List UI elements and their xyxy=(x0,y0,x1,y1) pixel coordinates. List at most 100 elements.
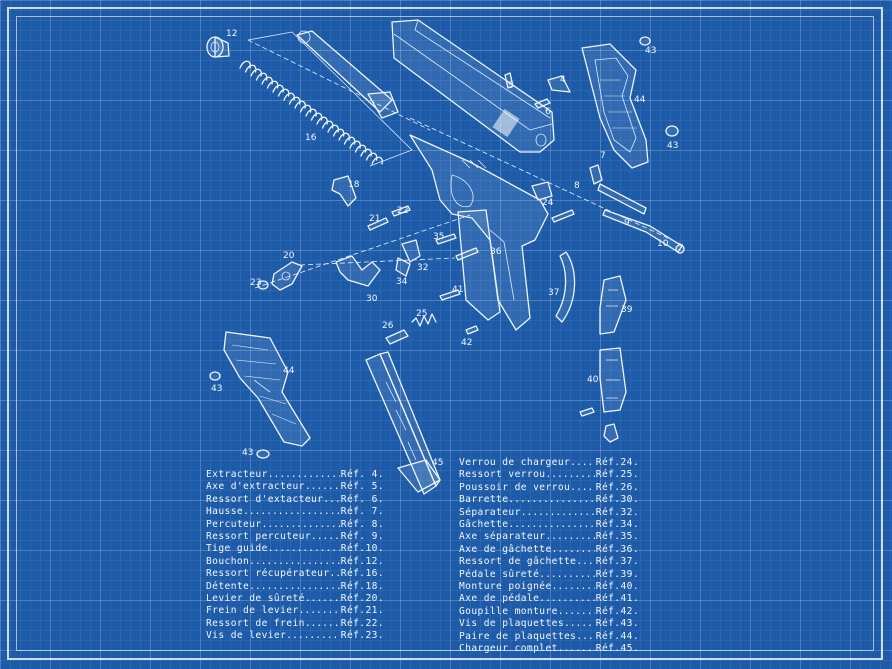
legend-row: Axe d'extracteur Réf. 5. xyxy=(206,481,384,493)
slide-part xyxy=(391,19,555,153)
leader-dots xyxy=(521,507,595,519)
part-name: Ressort percuteur xyxy=(206,531,311,543)
legend-row: Axe de pédaleRéf.41. xyxy=(459,593,639,605)
safety-pedal-part xyxy=(599,275,627,335)
part-name: Axe d'extracteur xyxy=(206,481,305,493)
part-reference: Réf.35. xyxy=(595,531,639,543)
leader-dots xyxy=(249,556,340,568)
leader-dots xyxy=(564,618,595,630)
callout-43-left: 43 xyxy=(211,384,222,394)
part-name: Axe de gâchette xyxy=(459,543,552,555)
callout-12: 12 xyxy=(226,29,237,39)
firing-pin-parts xyxy=(589,164,685,254)
leader-dots xyxy=(508,519,594,531)
recoil-spring-part xyxy=(239,31,413,167)
callout-35: 35 xyxy=(433,232,444,242)
legend-row: Verrou de chargeurRéf.24. xyxy=(459,457,639,469)
legend-row: Monture poignéeRéf.40. xyxy=(459,581,639,593)
sear-bar-part xyxy=(335,255,381,287)
legend-row: Hausse Réf. 7. xyxy=(206,506,384,518)
leader-dots xyxy=(268,469,340,481)
part-reference: Réf.18. xyxy=(340,580,384,592)
legend-row: Tige guideRéf.10. xyxy=(206,543,384,555)
part-reference: Réf. 7. xyxy=(340,506,384,518)
legend-row: Paire de plaquettesRéf.44. xyxy=(459,631,639,643)
legend-row: Ressort récupérateurRéf.16. xyxy=(206,568,384,580)
callout-23: 23 xyxy=(250,278,261,288)
callout-20: 20 xyxy=(283,251,295,261)
leader-dots xyxy=(262,519,340,531)
leader-dots xyxy=(558,643,595,655)
part-name: Axe séparateur xyxy=(459,531,546,543)
leader-dots xyxy=(323,494,339,506)
callout-22: 22 xyxy=(397,206,408,216)
legend-row: Ressort percuteurRéf. 9. xyxy=(206,531,384,543)
part-reference: Réf.45. xyxy=(595,643,639,655)
callout-42: 42 xyxy=(461,338,472,348)
legend-row: PercuteurRéf. 8. xyxy=(206,519,384,531)
callout-25: 25 xyxy=(416,309,427,319)
legend-row: ExtracteurRéf. 4. xyxy=(206,469,384,481)
callout-44-left: 44 xyxy=(283,366,295,376)
leader-dots xyxy=(243,506,340,518)
part-name: Ressort de frein xyxy=(206,617,305,629)
leader-dots xyxy=(558,606,595,618)
legend-row: Vis de plaquettesRéf.43. xyxy=(459,618,639,630)
callout-26: 26 xyxy=(382,321,394,331)
part-name: Gâchette xyxy=(459,519,509,531)
grip-panel-right xyxy=(581,43,649,169)
frame-part xyxy=(409,134,549,331)
callout-6: 6 xyxy=(545,107,551,117)
part-reference: Réf.21. xyxy=(340,605,384,617)
legend-row: Goupille montureRéf.42. xyxy=(459,606,639,618)
leader-dots xyxy=(552,544,595,556)
callout-4: 4 xyxy=(560,75,566,85)
part-name: Extracteur xyxy=(206,469,268,480)
part-name: Hausse xyxy=(206,506,244,518)
part-name: Ressort d'extacteur xyxy=(206,493,324,505)
part-reference: Réf.36. xyxy=(595,543,639,555)
leader-dots xyxy=(552,581,595,593)
legend-row: Ressort verrouRéf.25. xyxy=(459,469,639,481)
part-reference: Réf.25. xyxy=(595,469,639,481)
lever-brake-parts xyxy=(367,205,411,231)
leader-dots xyxy=(330,568,340,580)
legend-row: SéparateurRéf.32. xyxy=(459,507,639,519)
leader-dots xyxy=(305,593,340,605)
leader-dots xyxy=(576,556,594,568)
part-reference: Réf.23. xyxy=(340,630,384,642)
parts-legend-right: Verrou de chargeurRéf.24.Ressort verrouR… xyxy=(459,457,639,656)
outer-border xyxy=(7,7,883,660)
part-reference: Réf. 8. xyxy=(340,518,384,530)
leader-dots xyxy=(545,469,594,481)
pedal-axle-part xyxy=(439,289,461,301)
part-name: Détente xyxy=(206,580,250,592)
legend-row: Axe séparateur Réf.35. xyxy=(459,531,639,543)
callout-8: 8 xyxy=(574,181,580,191)
barrel-axis-line xyxy=(247,39,686,247)
part-reference: Réf.20. xyxy=(340,593,384,605)
part-name: Séparateur xyxy=(459,506,521,518)
part-reference: Réf.10. xyxy=(340,543,384,555)
leader-dots xyxy=(576,631,594,643)
callout-32: 32 xyxy=(417,263,428,273)
callout-45: 45 xyxy=(432,458,443,468)
part-reference: Réf.39. xyxy=(595,568,639,580)
grip-mount-part xyxy=(579,347,627,443)
grip-screw-bottom xyxy=(256,449,270,459)
legend-row: BouchonRéf.12. xyxy=(206,556,384,568)
part-name: Frein de levier xyxy=(206,605,299,617)
leader-dots xyxy=(539,593,594,605)
part-reference: Réf.24. xyxy=(595,457,639,468)
part-reference: Réf.44. xyxy=(595,630,639,642)
grip-screw-mid xyxy=(665,125,679,137)
legend-row: Ressort d'extacteurRéf. 6. xyxy=(206,494,384,506)
part-name: Monture poignée xyxy=(459,581,552,593)
callout-43-bottom: 43 xyxy=(242,448,253,458)
safety-lever-part xyxy=(257,261,303,291)
part-reference: Réf. 5. xyxy=(340,481,384,493)
part-name: Pédale sûreté xyxy=(459,568,540,580)
grip-panel-left xyxy=(223,331,311,447)
callout-9: 9 xyxy=(624,218,630,228)
